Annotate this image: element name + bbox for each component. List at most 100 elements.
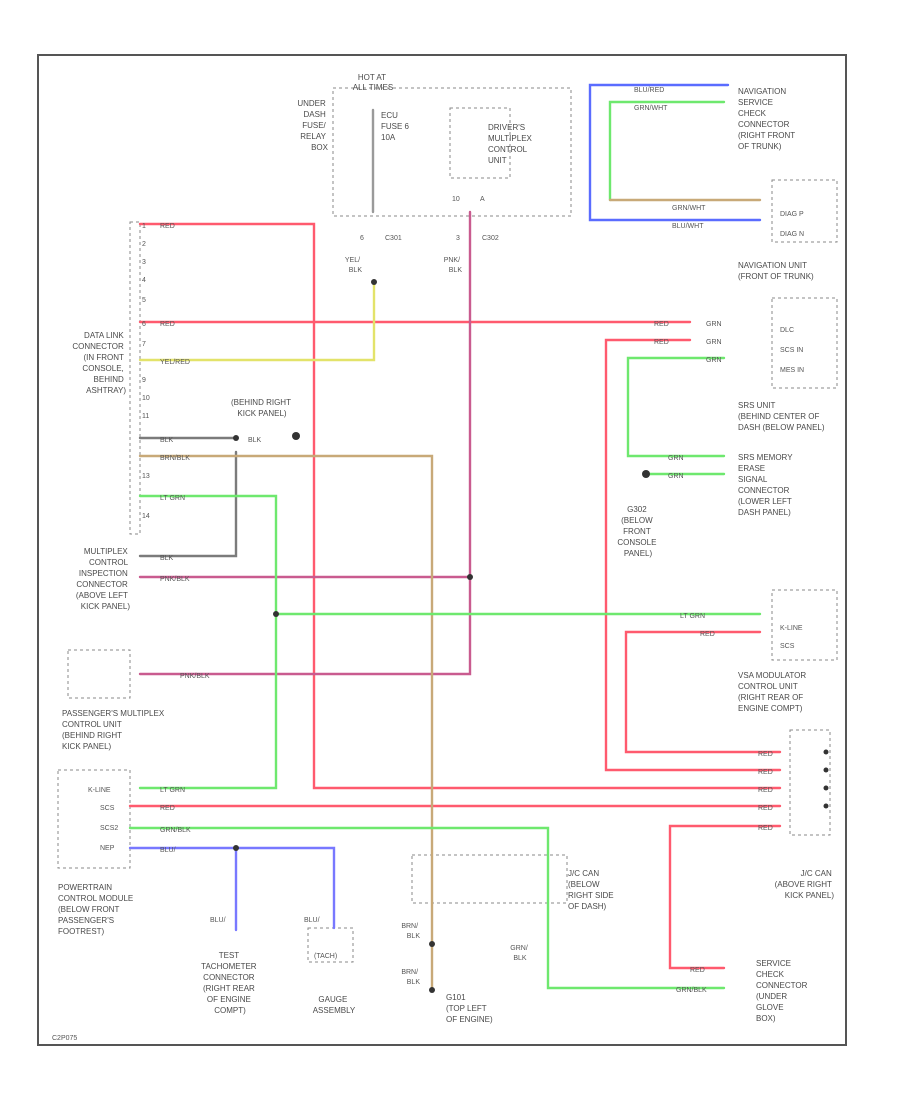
- label-lt-grn-vsa: LT GRN: [680, 613, 705, 620]
- splice-dot: [467, 574, 473, 580]
- wire-blue-nav: [588, 83, 762, 222]
- label-red-pcm: RED: [160, 805, 175, 812]
- srs-unit-box: [771, 297, 838, 389]
- splice-dot: [429, 941, 435, 947]
- label-pnk-blk: PNK/ BLK: [444, 257, 463, 274]
- wire-red-srs: [604, 338, 782, 772]
- label-blu-red: BLU/RED: [634, 87, 664, 94]
- splice-dot: [823, 803, 829, 809]
- pin-nav-diag-p: DIAG P: [780, 211, 804, 218]
- label-under-dash-box: UNDER DASH FUSE/ RELAY BOX: [297, 99, 328, 152]
- jc-can-a-box: [411, 854, 568, 904]
- svg-text:14: 14: [142, 513, 150, 520]
- label-grn-blk-svc: GRN/BLK: [676, 987, 707, 994]
- drivers-mcu-box: [449, 107, 511, 179]
- svg-text:5: 5: [142, 297, 146, 304]
- svg-text:3: 3: [142, 259, 146, 266]
- label-grn-mem2: GRN: [668, 473, 684, 480]
- label-multiplex-inspection: MULTIPLEX CONTROL INSPECTION CONNECTOR (…: [76, 547, 130, 611]
- fuse-relay-box: [332, 87, 572, 217]
- label-pcm: POWERTRAIN CONTROL MODULE (BELOW FRONT P…: [58, 883, 136, 936]
- label-grn-srs2: GRN: [706, 339, 722, 346]
- wire-red-svc: [668, 824, 782, 970]
- splice-dot: [233, 435, 239, 441]
- label-passengers-mcu: PASSENGER'S MULTIPLEX CONTROL UNIT (BEHI…: [62, 709, 166, 751]
- pin-nav-diag-n: DIAG N: [780, 231, 804, 238]
- splice-dot: [823, 767, 829, 773]
- svg-text:11: 11: [142, 413, 149, 420]
- wire-green-pcm: [128, 826, 726, 990]
- jc-can-b-box: [789, 729, 831, 836]
- label-lt-grn-dlc: LT GRN: [160, 495, 185, 502]
- dlc-box: [129, 221, 141, 535]
- label-nav-service: NAVIGATION SERVICE CHECK CONNECTOR (RIGH…: [738, 87, 797, 151]
- pin-vsa-kline: K-LINE: [780, 625, 803, 632]
- wire-yellow: [138, 280, 376, 362]
- footer-code: C2P075: [52, 1035, 77, 1042]
- label-lt-grn-pcm: LT GRN: [160, 787, 185, 794]
- svg-text:4: 4: [142, 277, 146, 284]
- pin-3: 3: [456, 235, 460, 242]
- jc-can-b-red-labels: RED RED RED RED RED: [758, 751, 773, 832]
- passenger-mcu-box: [67, 649, 131, 699]
- label-jc-can-b: J/C CAN (ABOVE RIGHT KICK PANEL): [775, 869, 835, 900]
- label-red-vsa: RED: [700, 631, 715, 638]
- svg-text:1: 1: [142, 223, 146, 230]
- splice-dot: [823, 749, 829, 755]
- dlc-pin-numbers: 1 2 3 4 5 6 7 9 10 11 13 14: [142, 223, 150, 520]
- label-c301: C301: [385, 235, 402, 242]
- label-ecu-fuse: ECU FUSE 6 10A: [381, 111, 411, 142]
- wire-red-vsa: [624, 630, 782, 754]
- label-drivers-mcu: DRIVER'S MULTIPLEX CONTROL UNIT: [488, 123, 534, 165]
- label-dlc: DATA LINK CONNECTOR (IN FRONT CONSOLE, B…: [72, 331, 126, 395]
- splice-dot: [371, 279, 377, 285]
- label-c302: C302: [482, 235, 499, 242]
- label-tach: (TACH): [314, 953, 337, 960]
- label-pnk-blk-pass: PNK/BLK: [180, 673, 210, 680]
- svg-text:RED: RED: [758, 825, 773, 832]
- vsa-box: [771, 589, 838, 661]
- splice-dot: [233, 845, 239, 851]
- svg-text:RED: RED: [758, 751, 773, 758]
- ground-symbol: [292, 432, 300, 440]
- pin-srs-mes: MES IN: [780, 367, 804, 374]
- label-yel-red: YEL/RED: [160, 359, 190, 366]
- label-grn-srs1: GRN: [706, 321, 722, 328]
- pin-10: 10: [452, 196, 460, 203]
- label-grn-wht: GRN/WHT: [634, 105, 668, 112]
- label-red-svc: RED: [690, 967, 705, 974]
- pin-srs-dlc: DLC: [780, 327, 794, 334]
- label-blu-tach: BLU/: [210, 917, 226, 924]
- label-brn-blk-v1: BRN/ BLK: [401, 923, 420, 940]
- label-grn-mem1: GRN: [668, 455, 684, 462]
- label-pnk-blk-insp: PNK/BLK: [160, 576, 190, 583]
- svg-text:RED: RED: [758, 787, 773, 794]
- label-red-1: RED: [160, 223, 175, 230]
- label-grn-wht-2: GRN/WHT: [672, 205, 706, 212]
- pcm-box: [57, 769, 131, 869]
- wire-green-dlc: [138, 494, 278, 790]
- pin-6: 6: [360, 235, 364, 242]
- wire-green-srs: [626, 356, 726, 458]
- wire-purple: [138, 210, 472, 676]
- label-blk-insp: BLK: [160, 555, 174, 562]
- pin-pcm-kline: K-LINE: [88, 787, 111, 794]
- label-yel-blk: YEL/ BLK: [345, 257, 362, 274]
- wire-blk-insp: [138, 450, 238, 558]
- svg-text:9: 9: [142, 377, 146, 384]
- splice-dot: [823, 785, 829, 791]
- svg-text:RED: RED: [758, 805, 773, 812]
- label-blu-pcm: BLU/: [160, 847, 176, 854]
- label-red-srs2: RED: [654, 339, 669, 346]
- ground-symbol: [642, 470, 650, 478]
- svg-text:13: 13: [142, 473, 150, 480]
- label-brn-blk: BRN/BLK: [160, 455, 190, 462]
- label-grn-srs3: GRN: [706, 357, 722, 364]
- label-blu-gauge: BLU/: [304, 917, 320, 924]
- svg-text:2: 2: [142, 241, 146, 248]
- label-srs-memory: SRS MEMORY ERASE SIGNAL CONNECTOR (LOWER…: [738, 453, 795, 517]
- label-red-6: RED: [160, 321, 175, 328]
- pin-vsa-scs: SCS: [780, 643, 795, 650]
- wire-red-dlc1: [138, 222, 782, 790]
